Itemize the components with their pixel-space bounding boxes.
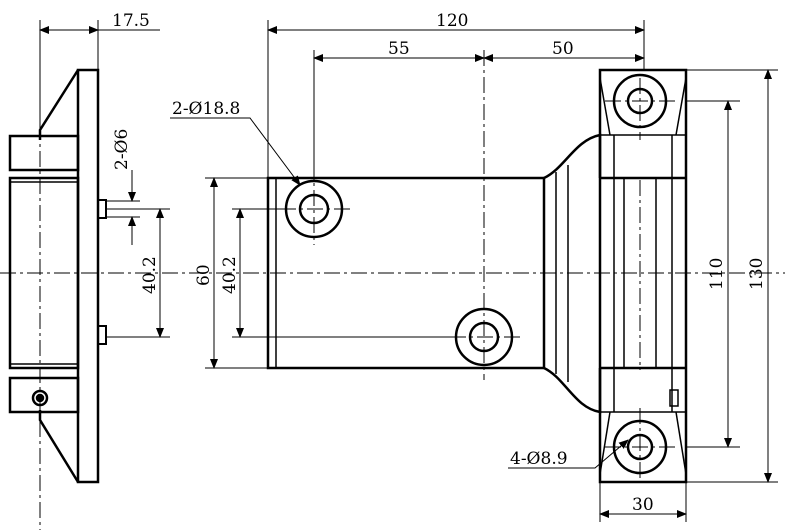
label-mount-holes: 4-Ø8.9 [510, 449, 568, 469]
dim-left-spacing: 40.2 [140, 256, 160, 294]
side-view [8, 68, 107, 484]
dim-block-width: 30 [632, 495, 654, 515]
dim-hinge-offset: 50 [552, 39, 574, 59]
center-lines [0, 50, 785, 530]
dim-inner-height: 110 [707, 258, 727, 290]
dim-center-spacing: 40.2 [220, 256, 240, 294]
dim-hole-offset: 55 [388, 39, 410, 59]
label-pin-holes: 2-Ø6 [112, 129, 132, 170]
front-view [266, 68, 688, 484]
dim-outer-height: 130 [747, 258, 767, 290]
dim-overall-length: 120 [436, 11, 468, 31]
dimension-lines [39, 20, 778, 522]
dim-height: 60 [194, 264, 214, 286]
label-through-holes: 2-Ø18.8 [172, 99, 240, 119]
dim-flange-thickness: 17.5 [112, 11, 150, 31]
